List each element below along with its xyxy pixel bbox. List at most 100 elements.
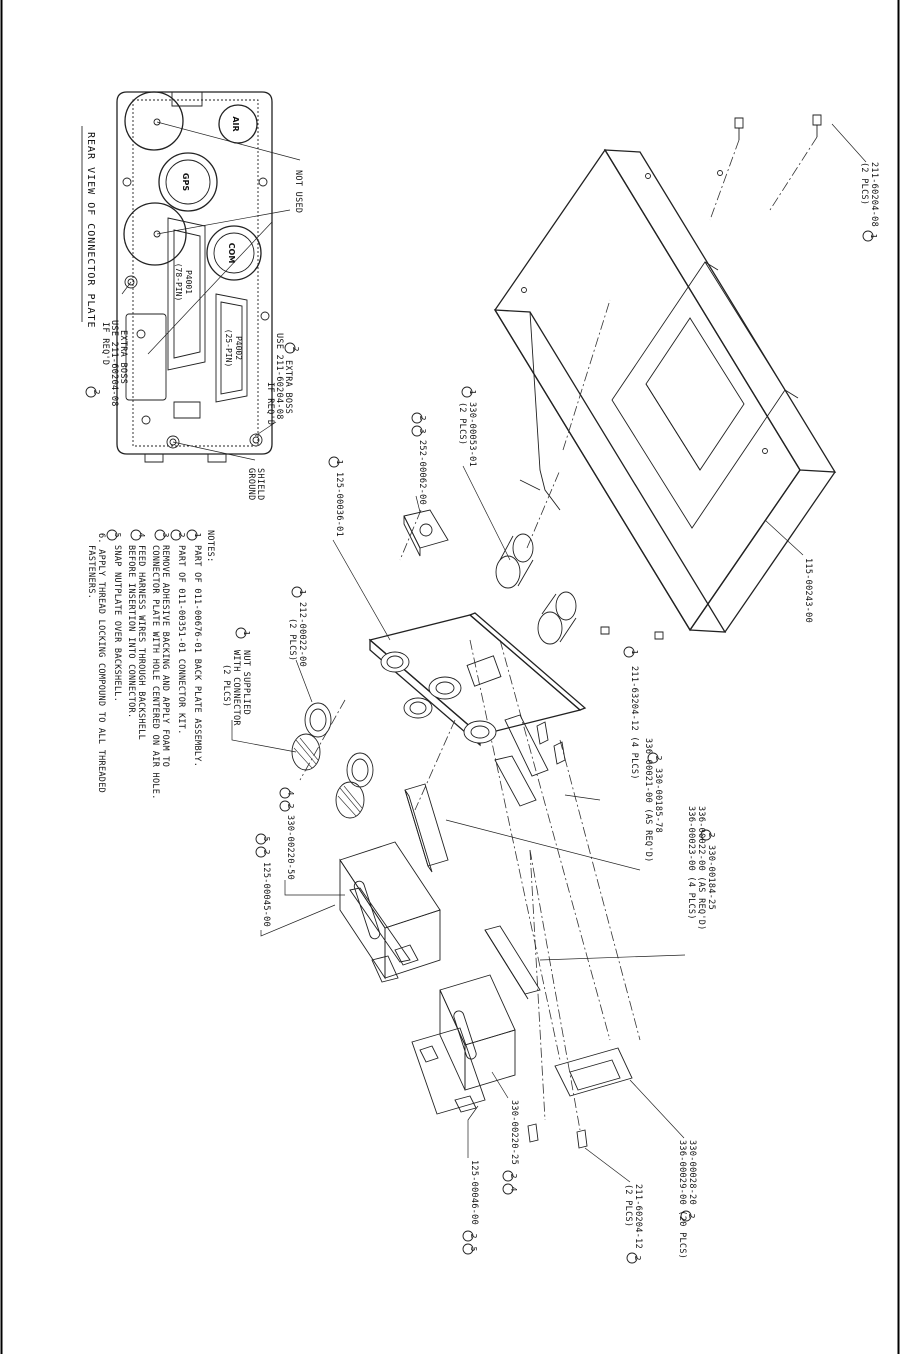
callout-note-ref: 1 [242,631,251,636]
note-5: SNAP NUTPLATE OVER BACKSHELL. [112,545,122,702]
com-label: COM [227,243,236,264]
callout-note-ref: 1 [869,234,878,239]
callout-252-00062-00: 252-00062-00 [417,440,427,505]
note-6-line1: 6. APPLY THREAD LOCKING COMPOUND TO ALL … [96,533,106,793]
gps-port: GPS [159,153,217,211]
callout-note-ref: 3 [418,429,427,434]
notes-heading: NOTES: [205,530,215,563]
callout-note-ref: 2 [654,756,663,761]
note-ref-2-b: 2 [92,390,101,395]
dsub-330-00184-25 [485,926,540,999]
not-used-label: NOT USED [293,170,303,213]
extra-boss-left-line2: USE 211-60204-08 [109,320,119,407]
callout-330-00220-50: 330-00220-50 [285,815,295,880]
callout-125-00045-00: 125-00045-00 [261,862,271,927]
note-3-line2: CONNECTOR PLATE WITH HOLE CENTERED ON AI… [150,545,160,800]
shield-label-2: GROUND [246,468,256,501]
extra-boss-top-line2: USE 211-60204-08 [274,333,284,420]
screws-211-60204-08 [710,115,821,220]
nutplate-125-00045-00 [350,888,418,982]
dsub-330-00185-78 [405,784,448,872]
callout-note-ref: 2 [469,1234,478,1239]
callout-330-00220-25: 330-00220-25 [509,1100,519,1165]
callout-212-00022-00: 212-00022-00 [297,602,307,667]
nutplate-125-00046-00 [412,1028,485,1114]
connector-plate-125-00036-01 [370,613,585,806]
callout-note-ref: 2 [707,833,716,838]
callout-note-ref: 1 [335,460,344,465]
air-label: AIR [231,116,240,131]
note-6-line2: FASTENERS. [86,545,96,599]
callout-note-ref: 2 [633,1256,642,1261]
callout-211-60204-08: 211-60204-08 [869,162,879,227]
callout-212-00022-00-qty: (2 PLCS) [287,618,297,661]
callout-211-60204-12: 211-60204-12 [633,1184,643,1249]
p4002-pins: (25-PIN) [224,329,233,368]
screws-211-60204-12 [528,1124,587,1148]
p4001-connector: P4001 (78-PIN) [168,218,205,370]
callout-note-ref: 4 [509,1187,518,1192]
callout-336-00021-00: 336-00021-00 (AS REQ'D) [643,738,653,863]
backshell-330-00220-25 [440,975,515,1090]
note-num-4: 4 [137,533,146,538]
callouts: 211-60204-08 (2 PLCS) 1 115-00243-00 1 3… [221,124,879,1263]
callout-note-ref: 1 [298,590,307,595]
not-used-hole-top [125,92,183,150]
note-num-1: 1 [193,533,202,538]
backshell-330-00220-50 [340,842,440,978]
note-num-5: 5 [113,533,122,538]
p4001-pins: (78-PIN) [174,263,183,302]
rear-view-labels: NOT USED 2 EXTRA BOSS USE 211-60204-08 I… [86,170,303,501]
note-2: PART OF 011-00351-01 CONNECTOR KIT. [176,545,186,735]
callout-note-ref: 4 [286,791,295,796]
callout-note-ref: 2 [418,416,427,421]
hex-nut-supplied [292,734,364,818]
callout-115-00243-00: 115-00243-00 [803,558,813,623]
callout-330-00028-20: 330-00028-20 [687,1140,697,1205]
callout-330-00184-25: 330-00184-25 [706,845,716,910]
connector-330-00028-20 [555,1048,632,1096]
p4002-connector: P4002 (25-PIN) [216,294,247,402]
callout-note-ref: 2 [687,1214,696,1219]
chassis-115-00243-00 [495,150,835,639]
callout-330-00185-78: 330-00185-78 [653,768,663,833]
com-port: COM [207,226,261,280]
callout-nut-supplied: NUT SUPPLIED [241,650,251,715]
washer-212-00022-00 [305,703,373,787]
note-num-2: 2 [177,533,186,538]
spacer-252-00062-00 [404,510,448,556]
extra-boss-left-line3: IF REQ'D [100,322,110,365]
air-port: AIR [219,105,257,143]
callout-note-ref: 1 [468,390,477,395]
extra-boss-top-line1: EXTRA BOSS [283,360,293,414]
extra-boss-top-line3: IF REQ'D [265,382,275,425]
callout-note-ref: 2 [262,850,271,855]
callout-336-00029-00: 336-00029-00 (20 PLCS) [677,1140,687,1259]
callout-336-00023-00: 336-00023-00 (4 PLCS) [686,806,696,920]
callout-336-00022-00: 336-00022-00 (AS REQ'D) [696,806,706,931]
notes-block: NOTES: 1 PART OF 011-00676-01 BACK PLATE… [86,530,215,800]
rear-view-title: REAR VIEW OF CONNECTOR PLATE [85,132,96,329]
callout-note-ref: 1 [630,650,639,655]
note-3-line1: REMOVE ADHESIVE BACKING AND APPLY FOAM T… [160,545,170,767]
note-4-line2: BEFORE INSERTION INTO CONNECTOR. [126,545,136,718]
not-used-hole-mid [124,203,186,265]
screws-211-63204-12 [537,722,565,764]
note-num-3: 3 [161,533,170,538]
p4002-label: P4002 [234,336,243,360]
callout-note-ref: 5 [469,1247,478,1252]
shield-label-1: SHIELD [255,468,265,501]
callout-211-63204-12: 211-63204-12 (4 PLCS) [629,666,639,780]
p4001-label: P4001 [184,270,193,294]
callout-note-ref: 5 [262,837,271,842]
gps-label: GPS [181,173,190,191]
extra-boss-left-line1: EXTRA BOSS [118,330,128,384]
callout-note-ref: 2 [509,1174,518,1179]
callout-211-60204-12-qty: (2 PLCS) [623,1184,633,1227]
callout-330-00053-01-qty: (2 PLCS) [457,402,467,445]
note-1: PART OF 011-00676-01 BACK PLATE ASSEMBLY… [192,545,202,767]
rear-view-connector-plate: AIR GPS COM P4001 (78-PIN) [117,92,300,462]
callout-with-connector: WITH CONNECTOR [231,650,241,726]
note-ref-2-a: 2 [291,347,300,352]
